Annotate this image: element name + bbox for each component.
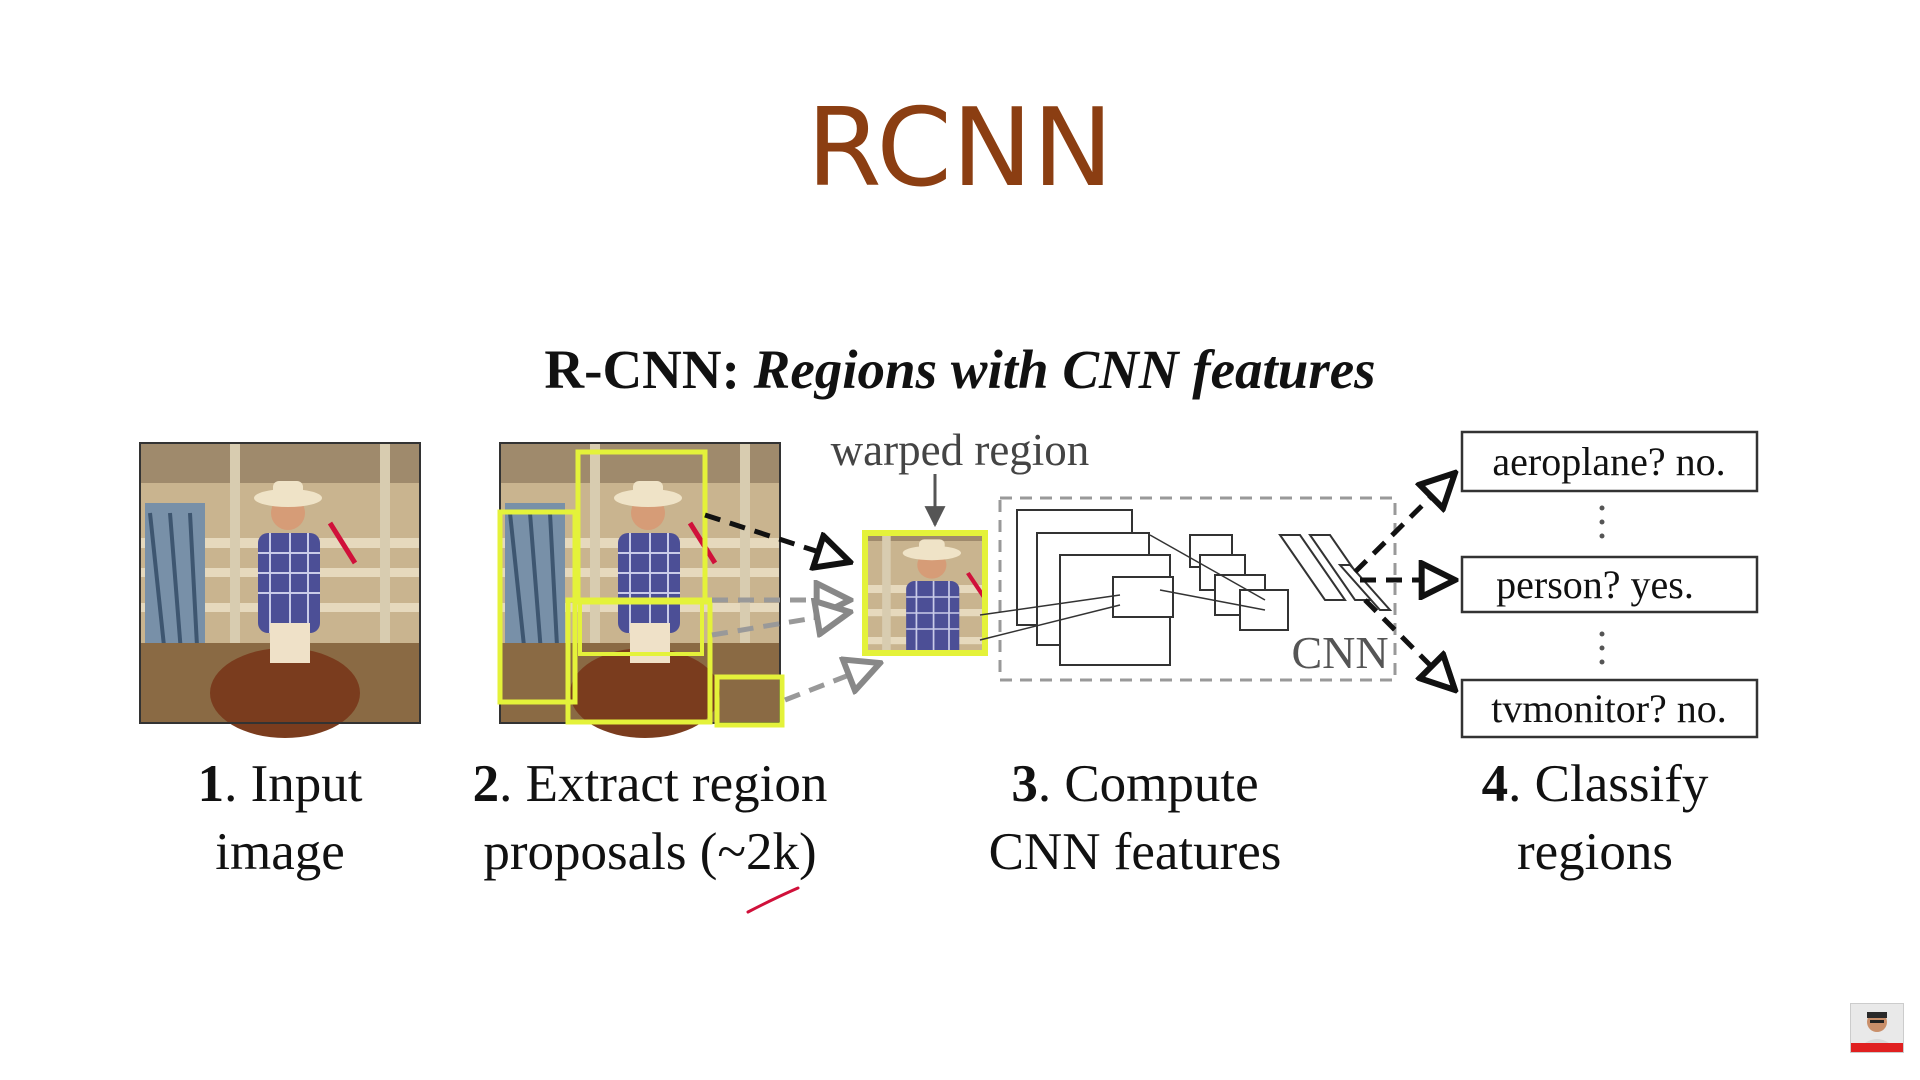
step-text: . Input — [224, 755, 363, 813]
step-number: 4 — [1481, 755, 1509, 813]
warped-region-label: warped region — [831, 425, 1090, 475]
output-aeroplane: aeroplane? no. — [1460, 430, 1759, 493]
step-text-line2: regions — [1516, 823, 1674, 881]
cnn-label: CNN — [1291, 627, 1388, 678]
input-image — [140, 443, 420, 738]
step-text: . Compute — [1037, 755, 1259, 813]
diagram-heading: R-CNN: Regions with CNN features — [544, 339, 1375, 400]
proposal-box — [578, 600, 704, 656]
slide-title: RCNN — [806, 86, 1114, 211]
proposals-image — [497, 443, 785, 738]
step-text-line2: image — [215, 823, 345, 881]
heading-bold: R-CNN: — [544, 339, 740, 400]
step-4-label: 4. Classify regions — [1440, 750, 1750, 886]
output-aeroplane-text: aeroplane? no. — [1492, 439, 1725, 484]
output-person: person? yes. — [1460, 555, 1759, 614]
step-3-label: 3. Compute CNN features — [950, 750, 1320, 886]
step-number: 2 — [472, 755, 500, 813]
annotation-stroke — [746, 886, 800, 914]
step-text: . Classify — [1508, 755, 1709, 813]
proposal-box — [714, 674, 785, 728]
step-number: 3 — [1011, 755, 1038, 813]
proposal-box — [497, 509, 578, 705]
cnn-block — [979, 496, 1397, 682]
output-tvmonitor-text: tvmonitor? no. — [1491, 686, 1727, 731]
proposal-arrow — [784, 663, 880, 703]
output-person-text: person? yes. — [1496, 562, 1694, 607]
step-text: . Extract region — [499, 755, 828, 813]
classify-arrow — [1353, 473, 1455, 574]
step-2-label: 2. Extract region proposals (~2k) — [440, 750, 860, 886]
ellipsis-dots — [1599, 505, 1605, 665]
heading-italic: Regions with CNN features — [753, 339, 1376, 400]
classify-arrow — [1363, 598, 1455, 690]
proposal-arrow — [711, 612, 850, 635]
output-tvmonitor: tvmonitor? no. — [1460, 678, 1759, 739]
step-text-line2: proposals (~2k) — [483, 823, 817, 881]
step-text-line2: CNN features — [988, 823, 1282, 881]
step-number: 1 — [197, 755, 225, 813]
step-1-label: 1. Input image — [150, 750, 410, 886]
subscribe-badge — [1851, 1043, 1903, 1052]
presenter-avatar — [1850, 1003, 1904, 1053]
warped-region-image — [862, 530, 988, 656]
